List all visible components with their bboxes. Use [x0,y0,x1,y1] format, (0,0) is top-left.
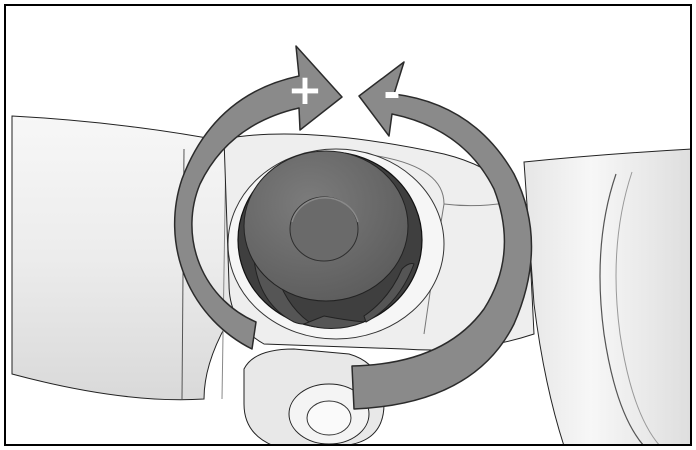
illustration-frame: + - [4,4,692,446]
decrease-label: - [383,68,400,117]
illustration-svg: + - [4,4,692,446]
adjustment-knob-icon [238,151,422,329]
increase-label: + [287,65,322,114]
